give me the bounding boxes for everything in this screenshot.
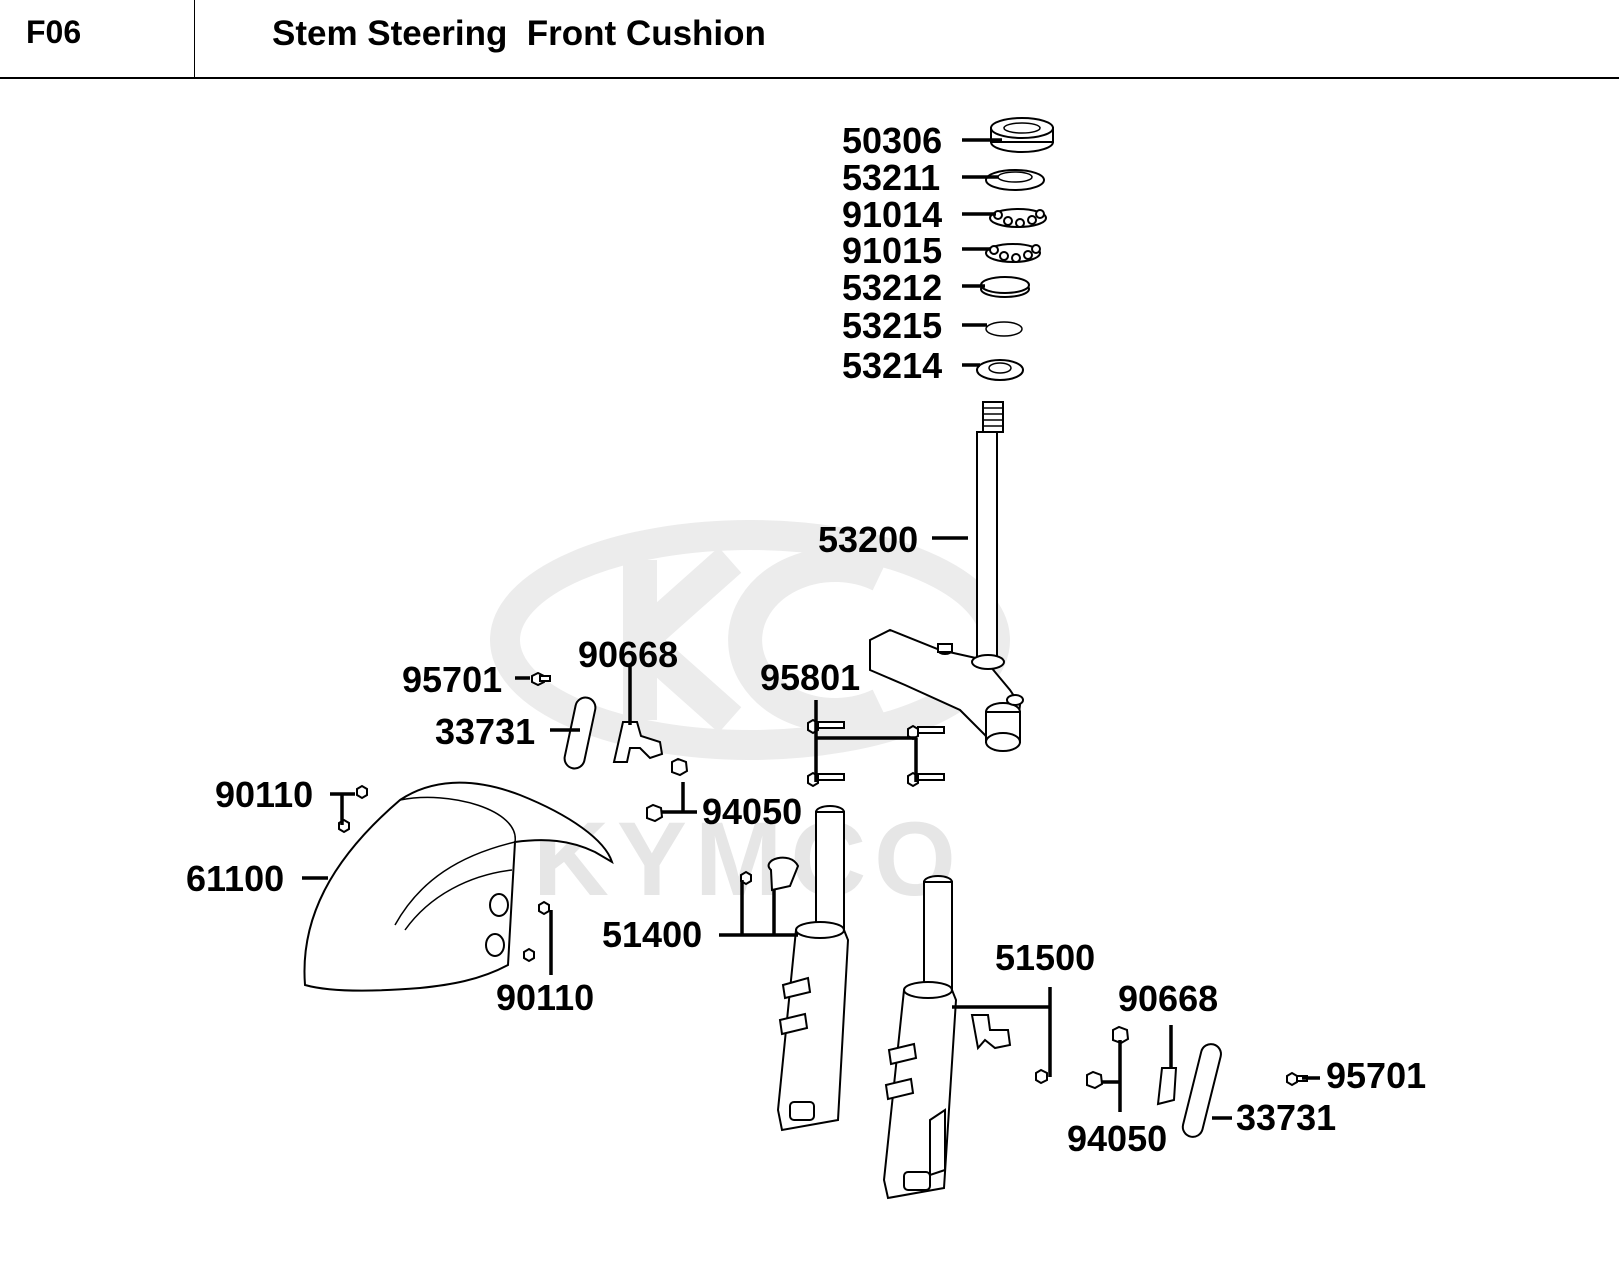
callout-95801: 95801 [760,657,860,698]
page-header: F06 Stem Steering Front Cushion [0,0,1619,79]
ball-retainer-91015 [985,243,1041,263]
header-divider [194,0,195,79]
callout-95701-left: 95701 [402,659,502,700]
callout-91014: 91014 [842,194,942,235]
leader-lines [302,138,1320,1120]
top-nut-50306 [990,117,1054,153]
callout-53214: 53214 [842,345,942,386]
callout-95701-right: 95701 [1326,1055,1426,1096]
lower-race-53212 [980,276,1030,298]
callout-90668-left: 90668 [578,634,678,675]
callout-51500: 51500 [995,937,1095,978]
callout-90110-bottom: 90110 [496,977,594,1018]
callout-61100: 61100 [186,858,284,899]
lower-cone-53214 [976,359,1024,381]
section-code: F06 [26,14,82,50]
callout-33731-left: 33731 [435,711,535,752]
steering-bearing-stack [976,117,1054,381]
callout-53212: 53212 [842,267,942,308]
dust-seal-53215 [985,321,1023,337]
pinch-bolts-95801 [807,718,945,788]
right-fork-leg-51500 [882,875,1048,1200]
callout-labels: 50306 53211 91014 91015 53212 53215 5321… [186,120,1426,1159]
ball-retainer-91014 [989,208,1047,228]
left-fork-leg-51400 [740,805,850,1132]
callout-50306: 50306 [842,120,942,161]
callout-94050-right: 94050 [1067,1118,1167,1159]
callout-53200: 53200 [818,519,918,560]
callout-51400: 51400 [602,914,702,955]
callout-53215: 53215 [842,305,942,346]
callout-33731-right: 33731 [1236,1097,1336,1138]
front-fender-61100 [303,781,614,992]
callout-94050-left: 94050 [702,791,802,832]
callout-90110-top: 90110 [215,774,313,815]
callout-90668-right: 90668 [1118,978,1218,1019]
callout-91015: 91015 [842,230,942,271]
callout-53211: 53211 [842,157,940,198]
watermark-brand-text: KYMCO [533,801,964,918]
upper-race-53211 [985,169,1045,191]
page-title: Stem Steering Front Cushion [272,14,766,53]
steering-stem-53200 [869,401,1024,752]
